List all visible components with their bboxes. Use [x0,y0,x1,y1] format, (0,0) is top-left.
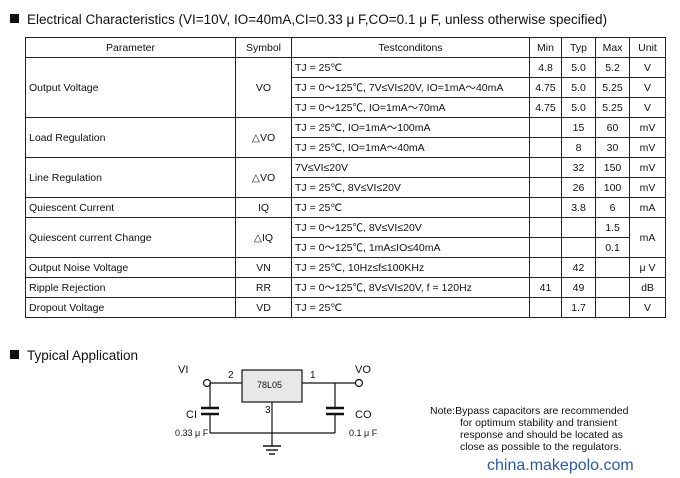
column-header: Parameter [25,37,236,58]
vin-label: VI [178,364,189,376]
ic-label: 78L05 [257,380,283,390]
pin-out-label: 1 [310,370,316,381]
max-cell: 5.25 [595,97,630,118]
max-cell: 0.1 [595,237,630,258]
condition-cell: TJ = 25℃, IO=1mA～40mA [291,137,530,158]
ci-value: 0.33 μ F [175,428,209,438]
unit-cell: mA [629,217,666,258]
parameter-cell: Ripple Rejection [25,277,236,298]
note-line: Note:Bypass capacitors are recommended [430,405,629,417]
unit-cell: mV [629,137,666,158]
note-line: response and should be located as [460,429,623,441]
parameter-cell: Quiescent Current [25,197,236,218]
pin-in-label: 2 [228,370,234,381]
unit-cell: mV [629,177,666,198]
unit-cell: mV [629,117,666,138]
co-name: CO [355,409,372,421]
condition-cell: TJ = 25℃ [291,197,530,218]
ground-icon [263,445,281,455]
typ-cell: 5.0 [561,57,596,78]
typ-cell: 3.8 [561,197,596,218]
condition-cell: TJ = 25℃ [291,297,530,318]
unit-cell: V [629,297,666,318]
vout-terminal [354,378,364,388]
bullet-square-icon [10,350,19,359]
regulator-ic [241,369,303,403]
note-line: for optimum stability and transient [460,417,617,429]
section-title-electrical: Electrical Characteristics (VI=10V, IO=4… [10,12,607,27]
typ-cell: 5.0 [561,77,596,98]
min-cell: 4.75 [529,77,562,98]
pin-gnd-label: 3 [265,405,271,416]
section-title-typical-application: Typical Application [10,348,138,363]
vout-label: VO [355,364,371,376]
condition-cell: TJ = 0～125℃, 7V≤VI≤20V, IO=1mA～40mA [291,77,530,98]
condition-cell: TJ = 0～125℃, IO=1mA～70mA [291,97,530,118]
co-value: 0.1 μ F [349,428,378,438]
watermark: china.makepolo.com [487,457,634,474]
unit-cell: mA [629,197,666,218]
note-line: close as possible to the regulators. [460,441,622,453]
bullet-square-icon [10,14,19,23]
parameter-cell: Output Voltage [25,57,236,118]
ci-name: CI [186,409,197,421]
parameter-cell: Dropout Voltage [25,297,236,318]
condition-cell: TJ = 25℃, 10Hz≤f≤100KHz [291,257,530,278]
symbol-cell: VD [235,297,292,318]
column-header: Symbol [235,37,292,58]
parameter-cell: Line Regulation [25,157,236,198]
bypass-note: Note:Bypass capacitors are recommended f… [430,405,628,453]
